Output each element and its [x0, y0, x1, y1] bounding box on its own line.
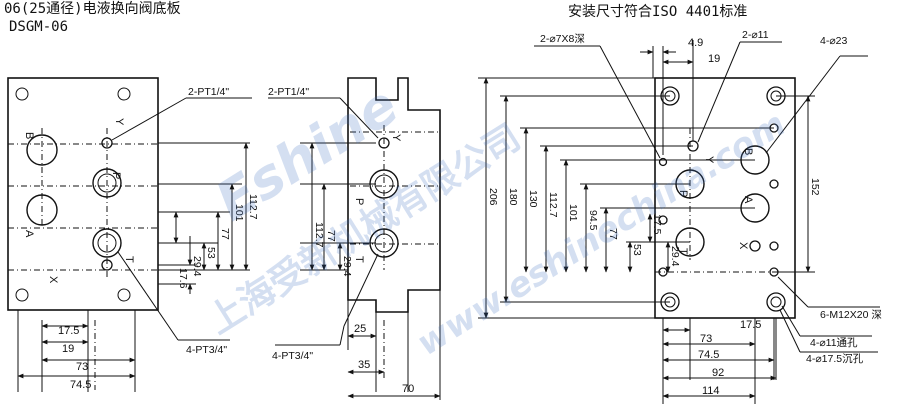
- top-port-p-label: P: [677, 190, 689, 197]
- front-mount-hole-tr: [117, 87, 131, 101]
- side-dim-70: 70: [402, 383, 414, 395]
- front-dim-77: 77: [219, 228, 231, 240]
- top-inner-dim-29-4: 29.4: [669, 246, 681, 267]
- front-dim-17-5: 17.5: [58, 325, 79, 337]
- top-port-y-label: Y: [703, 156, 715, 164]
- model-number: DSGM-06: [9, 19, 69, 35]
- top-thread-hole-2: [769, 179, 779, 189]
- front-dim-101: 101: [233, 204, 245, 222]
- top-dim-101: 101: [567, 204, 579, 222]
- front-port-b-hole: [26, 134, 58, 166]
- top-dim-92: 92: [712, 367, 724, 379]
- front-port-a-label: A: [23, 230, 35, 238]
- side-main-callout: 4-PT3/4": [272, 350, 313, 362]
- top-port-t-label: T: [677, 248, 689, 255]
- top-dim-130: 130: [527, 190, 539, 208]
- front-port-b-label: B: [23, 132, 35, 139]
- top-dim-4-9: 4.9: [688, 37, 703, 49]
- top-counterbore-callout: 4-⌀17.5沉孔: [806, 352, 864, 365]
- side-body-outline: [347, 77, 441, 313]
- front-dim-17-6: 17.6: [177, 268, 189, 289]
- front-port-p-label: P: [110, 172, 122, 179]
- front-mount-hole-bl: [15, 288, 29, 302]
- front-dim-73: 73: [76, 361, 88, 373]
- top-dim-152: 152: [809, 178, 821, 196]
- top-blind-hole-callout: 2-⌀7X8深: [540, 33, 585, 45]
- front-dim-29-4: 29.4: [191, 256, 203, 277]
- side-dim-77: 77: [325, 230, 337, 242]
- front-main-callout: 4-PT3/4": [186, 344, 227, 356]
- top-locating-hole-1: [658, 157, 668, 167]
- side-dim-35: 35: [358, 359, 370, 371]
- top-dim-112-7: 112.7: [547, 192, 559, 218]
- top-dim-94-5: 94.5: [587, 210, 599, 231]
- side-port-t-label: T: [353, 256, 365, 263]
- front-pilot-callout: 2-PT1/4": [188, 86, 229, 98]
- top-port-b-label: B: [742, 148, 754, 155]
- front-mount-hole-tl: [15, 87, 29, 101]
- front-port-x-label: X: [47, 276, 59, 284]
- top-port-x-hole: [749, 240, 761, 252]
- top-dim-114: 114: [702, 385, 720, 397]
- top-main-callout: 4-⌀23: [820, 35, 847, 47]
- top-through-hole-callout: 4-⌀11通孔: [810, 336, 858, 349]
- front-port-t-label: T: [123, 256, 135, 263]
- front-view: [7, 77, 252, 392]
- top-dim-17-5: 17.5: [740, 319, 761, 331]
- top-dim-53: 53: [631, 244, 643, 256]
- front-dim-53: 53: [205, 247, 217, 259]
- top-thread-hole-5: [658, 215, 668, 225]
- top-mount-hole-br: [766, 292, 786, 312]
- top-view: [478, 40, 880, 404]
- top-dim-180: 180: [507, 188, 519, 206]
- top-dim-77: 77: [607, 228, 619, 240]
- front-port-y-label: Y: [113, 118, 125, 126]
- side-port-y-label: Y: [390, 134, 402, 142]
- top-dim-206: 206: [487, 188, 499, 206]
- front-dim-74-5: 74.5: [70, 379, 91, 391]
- side-port-p-label: P: [353, 198, 365, 205]
- top-dim-73: 73: [700, 333, 712, 345]
- front-dim-112-7: 112.7: [247, 194, 259, 220]
- front-plate-outline: [7, 77, 159, 311]
- side-pilot-callout: 2-PT1/4": [268, 86, 309, 98]
- top-plate-outline: [654, 77, 796, 319]
- drawing-title: 06(25通径)电液换向阀底板: [4, 1, 181, 17]
- side-dim-25: 25: [354, 323, 366, 335]
- side-dim-112-7: 112.7: [313, 222, 325, 248]
- top-thread-callout: 6-M12X20 深: [820, 309, 882, 321]
- top-inner-dim-17-5: 17.5: [651, 214, 663, 235]
- top-port-x-label: X: [737, 242, 749, 250]
- top-dim-74-5: 74.5: [698, 349, 719, 361]
- side-view: [268, 77, 441, 400]
- top-thread-hole-3: [769, 241, 779, 251]
- front-mount-hole-br: [117, 288, 131, 302]
- top-pilot-callout: 2-⌀11: [742, 29, 769, 41]
- top-dim-19: 19: [708, 53, 720, 65]
- standard-note: 安装尺寸符合ISO 4401标准: [568, 4, 748, 20]
- top-port-a-label: A: [742, 196, 754, 204]
- front-dim-19: 19: [62, 343, 74, 355]
- side-dim-29-4: 29.4: [341, 256, 353, 277]
